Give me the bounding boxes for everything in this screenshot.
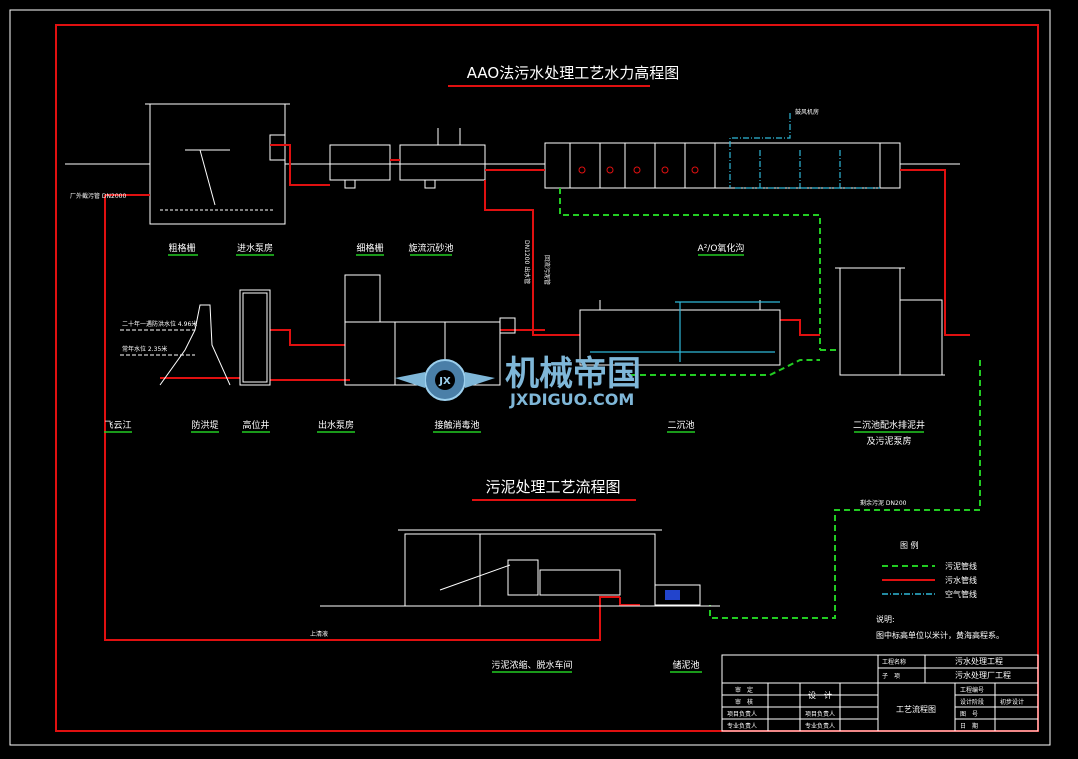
tb-design: 设 计	[808, 690, 832, 700]
notes-heading: 说明:	[876, 614, 895, 624]
label-river-level-1: 二十年一遇防洪水位 4.96米	[122, 320, 197, 328]
label-supernatant: 上清液	[310, 630, 328, 638]
tb-design-stage-label: 设计阶段	[960, 698, 984, 706]
fan-label: 鼓风机房	[795, 108, 819, 116]
label-return-sludge: 回流污泥管	[543, 255, 551, 285]
inlet-pump-building	[149, 103, 286, 225]
watermark-text: 机械帝国	[505, 354, 641, 394]
wing-right-icon	[465, 372, 495, 388]
tb-discipline-lead: 专业负责人	[727, 722, 757, 730]
tb-drawing-name: 工艺流程图	[896, 704, 936, 714]
label-river-level-2: 常年水位 2.35米	[122, 345, 167, 353]
wing-left-icon	[395, 372, 425, 388]
aao-tank-structure	[544, 142, 901, 189]
label-sludge-well-2: 及污泥泵房	[866, 435, 911, 447]
tb-project-name: 污水处理工程	[955, 656, 1003, 666]
tb-approve: 审 定	[735, 686, 753, 694]
grit-chamber-structure	[399, 144, 486, 181]
label-coarse-screen: 粗格栅	[168, 242, 195, 254]
flood-dike-shape	[159, 304, 231, 386]
label-high-well: 高位井	[242, 419, 269, 431]
label-sludge-tank: 储泥池	[672, 659, 699, 671]
label-inlet-sewer: 厂外截污管 DN2000	[70, 192, 126, 200]
title-block-text: 工程名称 污水处理工程 子 项 污水处理厂工程 审 定 审 核 项目负责人 专业…	[727, 656, 1024, 730]
tb-discipline-lead2: 专业负责人	[805, 722, 835, 730]
sludge-well-building	[839, 267, 901, 376]
label-sludge-pump-pipe: 剩余污泥 DN200	[860, 499, 907, 507]
outer-frame	[9, 9, 1051, 746]
tb-project-no-label: 工程编号	[960, 686, 984, 694]
label-inlet-pump: 进水泵房	[237, 242, 273, 254]
high-well-structure	[239, 289, 271, 386]
notes-text: 图中标高单位以米计，黄海高程系。	[876, 630, 1004, 640]
middle-row	[120, 267, 945, 386]
label-aao-tank: A²/O氧化沟	[698, 242, 745, 254]
tb-review: 审 核	[735, 698, 753, 706]
inner-frame	[55, 24, 1039, 732]
tb-subitem-label: 子 项	[882, 673, 900, 680]
tb-subitem: 污水处理厂工程	[955, 670, 1011, 680]
tb-project-lead: 项目负责人	[727, 710, 757, 718]
sludge-title: 污泥处理工艺流程图	[485, 478, 620, 496]
sludge-pipes	[559, 188, 981, 619]
tb-project-name-label: 工程名称	[882, 658, 906, 666]
label-dewatering: 污泥浓缩、脱水车间	[491, 659, 572, 671]
tb-design-stage: 初步设计	[1000, 698, 1024, 706]
legend-sludge-label: 污泥管线	[945, 561, 977, 571]
watermark-emblem: JX	[438, 376, 451, 387]
label-vertical-pipe: DN1200 出水管	[523, 240, 531, 284]
main-title: AAO法污水处理工艺水力高程图	[467, 64, 679, 82]
top-row	[65, 103, 960, 225]
label-contact-tank: 接触消毒池	[434, 419, 479, 431]
clarifier-bridge	[590, 301, 780, 362]
watermark-url: JXDIGUO.COM	[509, 390, 634, 409]
label-feiyun-river: 飞云江	[104, 420, 131, 431]
section-labels: 粗格栅 进水泵房 细格栅 旋流沉砂池 A²/O氧化沟 飞云江 防洪堤 高位井 出…	[104, 242, 925, 447]
label-fine-screen: 细格栅	[356, 242, 383, 254]
label-outlet-pump: 出水泵房	[318, 419, 354, 431]
aao-mixers	[578, 166, 699, 174]
legend: 图 例 污泥管线 污水管线 空气管线 说明: 图中标高单位以米计，黄海高程系。	[876, 540, 1004, 640]
label-grit-chamber: 旋流沉砂池	[408, 242, 453, 254]
legend-sewage-label: 污水管线	[945, 575, 977, 585]
label-sludge-well-1: 二沉池配水排泥井	[853, 419, 925, 431]
tb-drawing-no-label: 图 号	[960, 711, 978, 718]
watermark: JX 机械帝国 JXDIGUO.COM	[395, 354, 641, 409]
label-secondary-clarifier: 二沉池	[667, 419, 694, 431]
air-pipe-top	[729, 113, 880, 189]
sewage-pipes	[104, 144, 970, 641]
title-block	[721, 654, 1039, 732]
label-flood-dike: 防洪堤	[191, 419, 218, 431]
legend-air-label: 空气管线	[945, 589, 977, 599]
sludge-building	[320, 529, 720, 607]
tb-project-lead2: 项目负责人	[805, 710, 835, 718]
tb-date-label: 日 期	[960, 722, 978, 730]
fine-screen-structure	[329, 144, 391, 181]
legend-title: 图 例	[900, 540, 919, 550]
